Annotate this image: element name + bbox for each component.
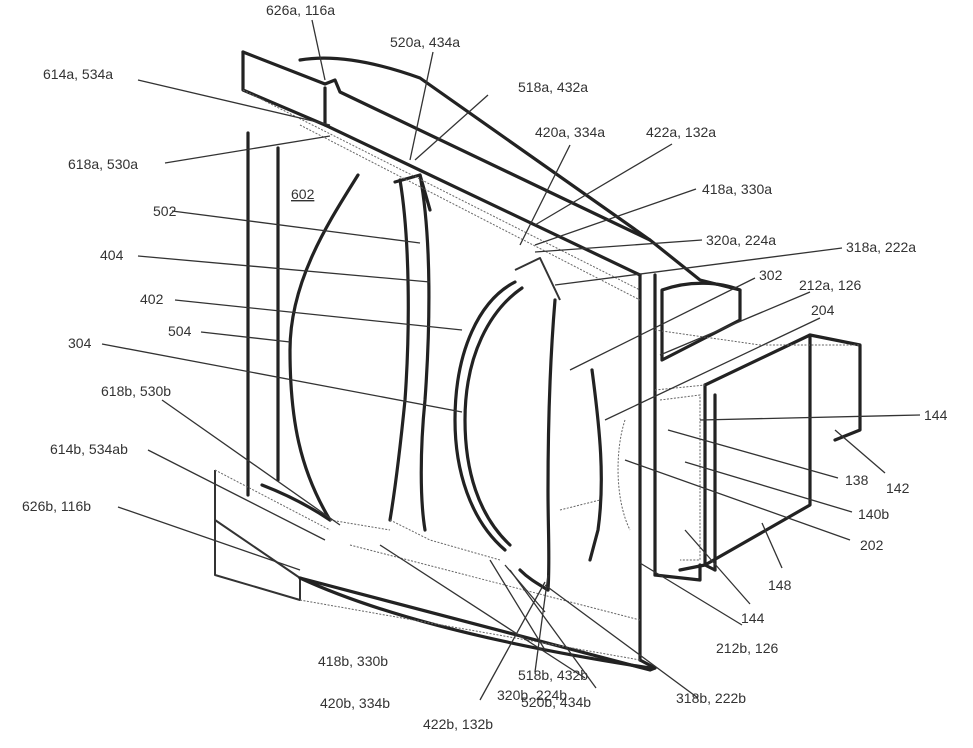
label-418a: 418a, 330a [702,181,772,197]
label-148: 148 [768,577,792,593]
label-402: 402 [140,291,164,307]
label-618a: 618a, 530a [68,156,138,172]
lens-elements [260,173,603,592]
label-614b: 614b, 534ab [50,441,128,457]
label-618b: 618b, 530b [101,383,171,399]
label-144-bottom: 144 [741,610,765,626]
label-304: 304 [68,335,92,351]
label-520a: 520a, 434a [390,34,460,50]
label-320a: 320a, 224a [706,232,776,248]
label-202: 202 [860,537,884,553]
label-520b: 520b, 434b [521,694,591,710]
label-404: 404 [100,247,124,263]
label-614a: 614a, 534a [43,66,113,82]
label-144-top: 144 [924,407,948,423]
label-626a: 626a, 116a [266,2,335,18]
label-212a: 212a, 126 [799,277,861,293]
label-302: 302 [759,267,783,283]
label-420a: 420a, 334a [535,124,605,140]
label-318b: 318b, 222b [676,690,746,706]
label-504: 504 [168,323,192,339]
label-212b: 212b, 126 [716,640,778,656]
label-518a: 518a, 432a [518,79,588,95]
label-418b: 418b, 330b [318,653,388,669]
label-422a: 422a, 132a [646,124,716,140]
label-318a: 318a, 222a [846,239,916,255]
label-140b: 140b [858,506,889,522]
reference-labels: 626a, 116a 520a, 434a 614a, 534a 518a, 4… [22,2,948,732]
housing-outline [214,50,862,672]
leader-lines [101,19,921,701]
label-204: 204 [811,302,835,318]
label-142: 142 [886,480,910,496]
label-422b: 422b, 132b [423,716,493,732]
label-320b: 320b, 224b [497,687,567,703]
label-626b: 626b, 116b [22,498,91,514]
label-518b: 518b, 432b [518,667,588,683]
label-420b: 420b, 334b [320,695,390,711]
label-602: 602 [291,186,315,202]
label-502: 502 [153,203,177,219]
label-138: 138 [845,472,869,488]
